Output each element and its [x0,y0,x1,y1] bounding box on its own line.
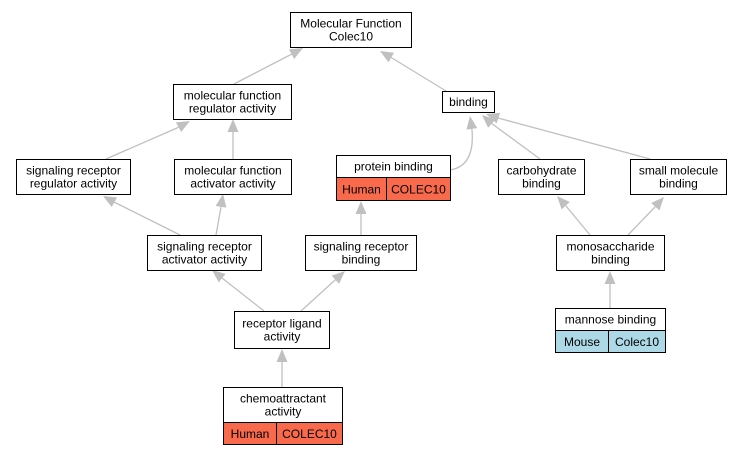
annotation-row [223,422,343,445]
species-label: Mouse [564,335,600,349]
arrowhead-icon [482,115,496,128]
node-box [498,159,585,195]
node-box [234,311,330,349]
edge-line [497,117,651,160]
arrowhead-icon [486,112,501,124]
edge-line [113,201,181,236]
node-label-line: small molecule [639,164,719,178]
edge-line [333,279,336,282]
edges [103,48,664,387]
edge-line [289,53,292,56]
node-label-line: Molecular Function [300,17,401,31]
arrowhead-icon [355,201,367,214]
node-label-line: signaling receptor [314,240,409,254]
node-box [305,235,417,271]
node-label-line: molecular function [184,89,281,103]
arrowhead-icon [604,271,616,284]
node-label-line: signaling receptor [157,240,252,254]
arrowhead-icon [651,197,664,211]
go-term-node-binding[interactable]: binding [442,91,495,113]
node-box [16,159,131,195]
node-label-line: activator activity [190,177,275,191]
edge-line [215,206,222,236]
edge-line [300,280,335,312]
node-box [442,91,495,113]
edge-line [233,54,291,85]
node-box [147,235,262,271]
species-label: Human [231,427,270,441]
arrowhead-icon [276,349,288,362]
edge-line [490,122,493,125]
node-label-line: regulator activity [30,177,117,191]
arrowhead-icon [557,196,570,210]
node-label-line: binding [342,253,381,267]
edge-line [221,277,265,312]
gene-label: COLEC10 [282,427,337,441]
node-label-line: receptor ligand [242,317,321,331]
node-label-line: binding [659,177,698,191]
gene-label: Colec10 [615,335,659,349]
node-label-line: activity [265,405,302,419]
edge-line [565,205,591,236]
edge-line [449,129,473,171]
edge-line [391,57,447,92]
node-label-line: protein binding [354,160,433,174]
arrowhead-icon [227,119,239,132]
node-box [173,84,292,120]
node-box [290,12,412,48]
node-label-line: regulator activity [189,102,276,116]
arrowhead-icon [288,48,303,60]
node-label-line: binding [591,253,630,267]
node-label-line: activity [264,330,301,344]
node-box [174,159,292,195]
node-label-line: binding [522,177,561,191]
arrowhead-icon [103,196,118,208]
node-label-line: binding [449,95,488,109]
arrowhead-icon [466,116,478,130]
arrowhead-icon [380,51,395,63]
edge-line [176,126,179,129]
node-box [556,235,665,271]
node-label-line: molecular function [184,164,281,178]
node-label-line: monosaccharide [566,240,654,254]
edge-line [627,206,656,236]
node-box [630,159,727,195]
annotation-row [336,177,451,201]
arrowhead-icon [212,270,226,283]
arrowhead-icon [215,194,227,208]
arrowhead-icon [331,271,345,284]
node-label-line: mannose binding [565,313,656,327]
node-label-line: activator activity [162,253,247,267]
gene-label: COLEC10 [391,183,446,197]
annotation-row [555,330,666,353]
node-label-line: Colec10 [329,30,373,44]
node-label-line: chemoattractant [240,392,327,406]
arrowhead-icon [175,121,190,133]
species-label: Human [342,183,381,197]
edge-line [105,127,178,160]
edge-line [490,122,541,160]
node-label-line: carbohydrate [506,164,576,178]
node-label-line: signaling receptor [26,164,121,178]
